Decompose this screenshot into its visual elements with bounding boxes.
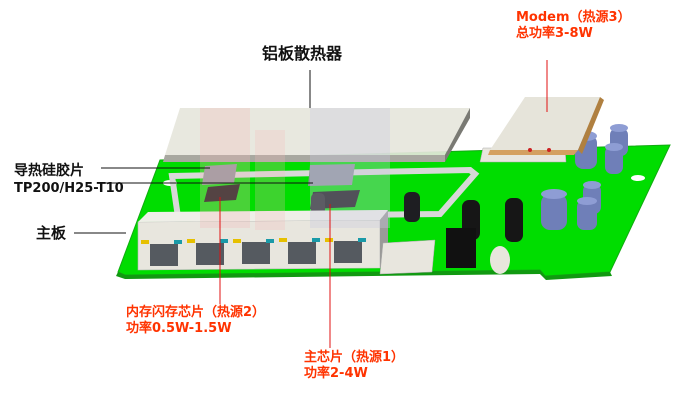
thermal-pads xyxy=(202,164,355,186)
mainboard-label: 主板 xyxy=(36,224,67,242)
leader-lines xyxy=(74,60,548,348)
modem-power: 总功率3-8W xyxy=(516,26,593,42)
thermal-pad-part-number: TP200/H25-T10 xyxy=(14,180,124,196)
support-frame xyxy=(168,166,480,221)
heatsink-label: 铝板散热器 xyxy=(262,44,343,63)
thermal-pad-name: 导热硅胶片 xyxy=(14,163,84,179)
rj45-ports xyxy=(137,210,436,275)
main-chip-power: 功率2-4W xyxy=(304,366,368,382)
thermal-pad-label: 导热硅胶片 TP200/H25-T10 xyxy=(14,163,124,197)
modem-heat-source: Modem（热源3） xyxy=(516,10,631,25)
aluminum-heatsink xyxy=(163,108,470,230)
modem-label: Modem（热源3） 总功率3-8W xyxy=(516,10,631,43)
memory-chip-power: 功率0.5W-1.5W xyxy=(126,321,232,337)
main-chip-label: 主芯片（热源1） 功率2-4W xyxy=(304,350,404,383)
modem-card xyxy=(479,97,604,163)
memory-chip-label: 内存闪存芯片（热源2） 功率0.5W-1.5W xyxy=(126,305,265,338)
main-chip-heat-source: 主芯片（热源1） xyxy=(304,350,405,365)
memory-chip-heat-source: 内存闪存芯片（热源2） xyxy=(126,305,266,320)
chips xyxy=(204,184,523,274)
